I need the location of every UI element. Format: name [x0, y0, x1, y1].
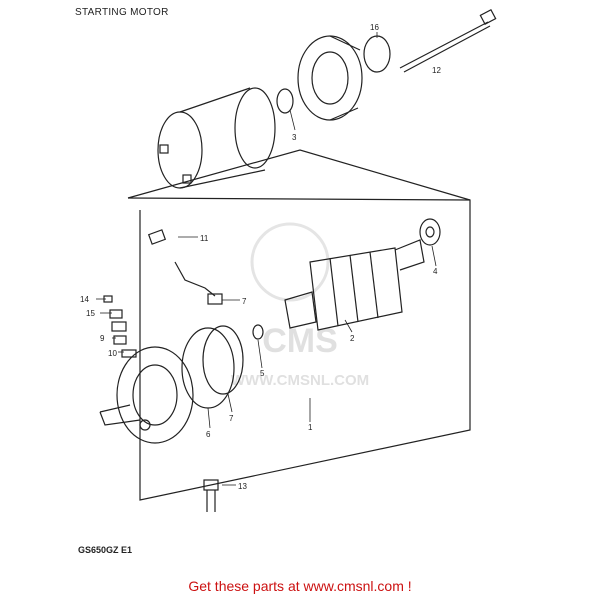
rear-end-cover — [297, 35, 363, 121]
washer-3 — [276, 88, 294, 114]
part-12 — [121, 349, 137, 358]
diagram-title: STARTING MOTOR — [75, 7, 169, 18]
bolt-14 — [203, 479, 219, 512]
part-16b — [111, 321, 127, 332]
callout-12: 10 — [108, 349, 117, 358]
callout-9: 7 — [242, 297, 247, 306]
footer-link[interactable]: Get these parts at www.cmsnl.com ! — [188, 578, 412, 594]
brush-plate-6 — [181, 327, 235, 409]
brush-11 — [147, 229, 167, 245]
part-16 — [109, 309, 123, 319]
watermark-logo-icon — [250, 222, 330, 302]
callout-14: 13 — [238, 482, 247, 491]
callout-3: 3 — [292, 133, 297, 142]
callout-15: 14 — [80, 295, 89, 304]
brush-holder-7 — [202, 325, 244, 395]
callout-11: 11 — [200, 234, 209, 243]
brush-lead-9 — [174, 261, 216, 297]
callout-10: 9 — [100, 334, 105, 343]
callout-6: 6 — [206, 430, 211, 439]
o-ring-17 — [363, 35, 391, 73]
callout-13: 12 — [432, 66, 441, 75]
front-end-cover — [99, 346, 194, 444]
callout-labels: 16 12 3 11 4 7 14 15 9 10 2 5 6 7 1 13 — [80, 23, 441, 491]
watermark: CMS WWW.CMSNL.COM — [231, 222, 369, 389]
yoke-housing — [157, 87, 276, 189]
watermark-url: WWW.CMSNL.COM — [231, 372, 369, 389]
o-ring-5 — [252, 324, 264, 340]
part-10 — [113, 335, 127, 345]
armature-2 — [284, 239, 425, 331]
callout-7: 7 — [229, 414, 234, 423]
callout-17: 16 — [370, 23, 379, 32]
callout-4: 4 — [433, 267, 438, 276]
callout-1: 1 — [308, 423, 313, 432]
diagram-lines — [96, 8, 497, 512]
callout-5: 5 — [260, 369, 265, 378]
through-bolt-13 — [399, 21, 491, 73]
washer-4 — [419, 218, 441, 246]
model-code: GS650GZ E1 — [78, 545, 133, 555]
callout-16: 15 — [86, 309, 95, 318]
callout-2: 2 — [350, 334, 355, 343]
